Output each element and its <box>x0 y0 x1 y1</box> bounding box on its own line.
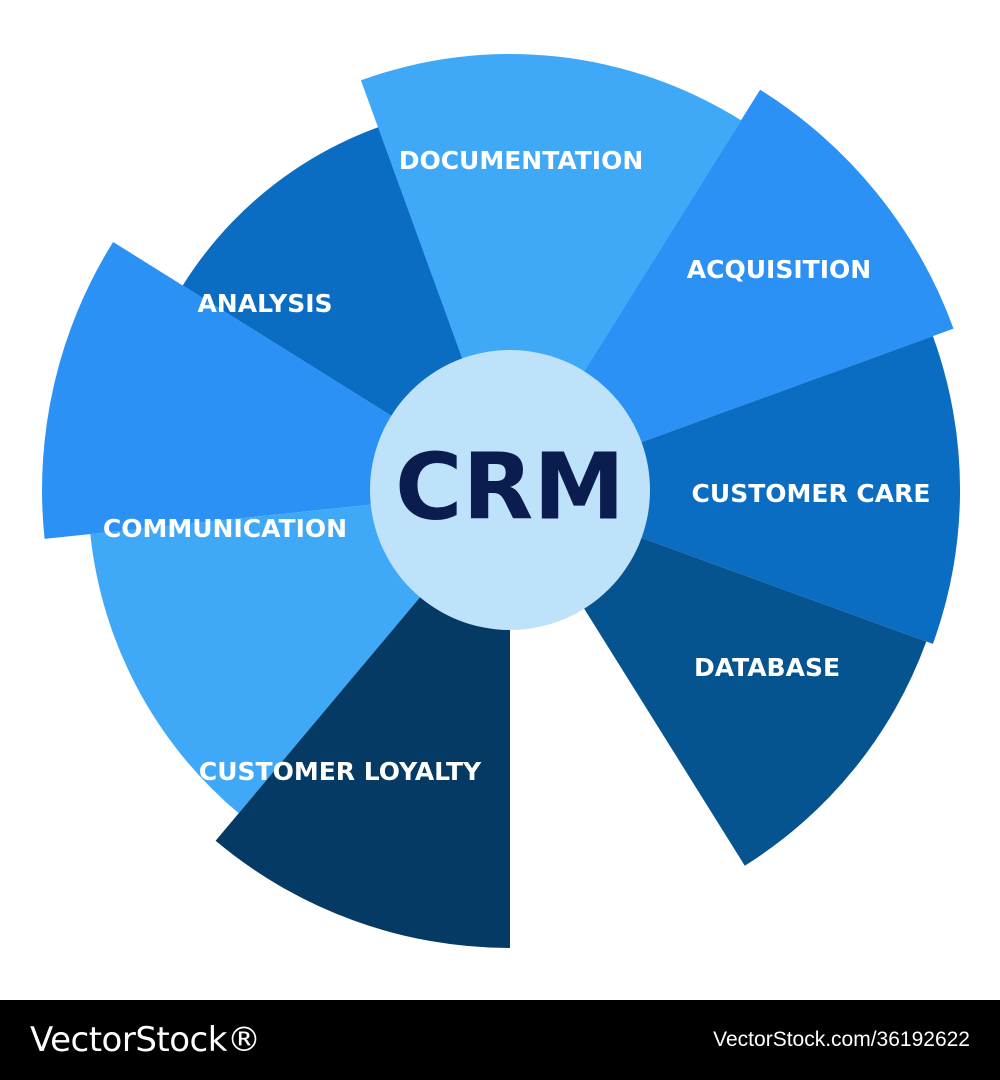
image-credit: VectorStock.com/36192622 <box>713 1028 970 1051</box>
vectorstock-logo: VectorStock® <box>30 1020 261 1060</box>
crm-center-label: CRM <box>395 434 625 541</box>
segment-label-documentation: DOCUMENTATION <box>399 146 644 175</box>
segment-database <box>510 490 927 866</box>
segment-label-communication: COMMUNICATION <box>103 514 347 543</box>
labels-layer: PR CUSTOMER LOYALTY COMMUNICATION ANALYSIS D… <box>103 146 931 788</box>
segment-label-customer-care: CUSTOMER CARE <box>692 479 931 508</box>
watermark-footer: VectorStock® VectorStock.com/36192622 <box>0 1000 1000 1080</box>
segment-label-pr: PR <box>589 759 627 788</box>
segment-documentation <box>360 54 741 490</box>
segment-label-customer-loyalty: CUSTOMER LOYALTY <box>199 757 482 786</box>
crm-center-circle <box>370 350 650 630</box>
segment-label-analysis: ANALYSIS <box>197 289 332 318</box>
crm-wheel-diagram: PR CUSTOMER LOYALTY COMMUNICATION ANALYSIS D… <box>42 54 961 948</box>
segment-label-acquisition: ACQUISITION <box>687 255 871 284</box>
segment-label-database: DATABASE <box>694 653 840 682</box>
segment-customer-care <box>510 336 961 644</box>
segment-acquisition <box>510 89 954 490</box>
